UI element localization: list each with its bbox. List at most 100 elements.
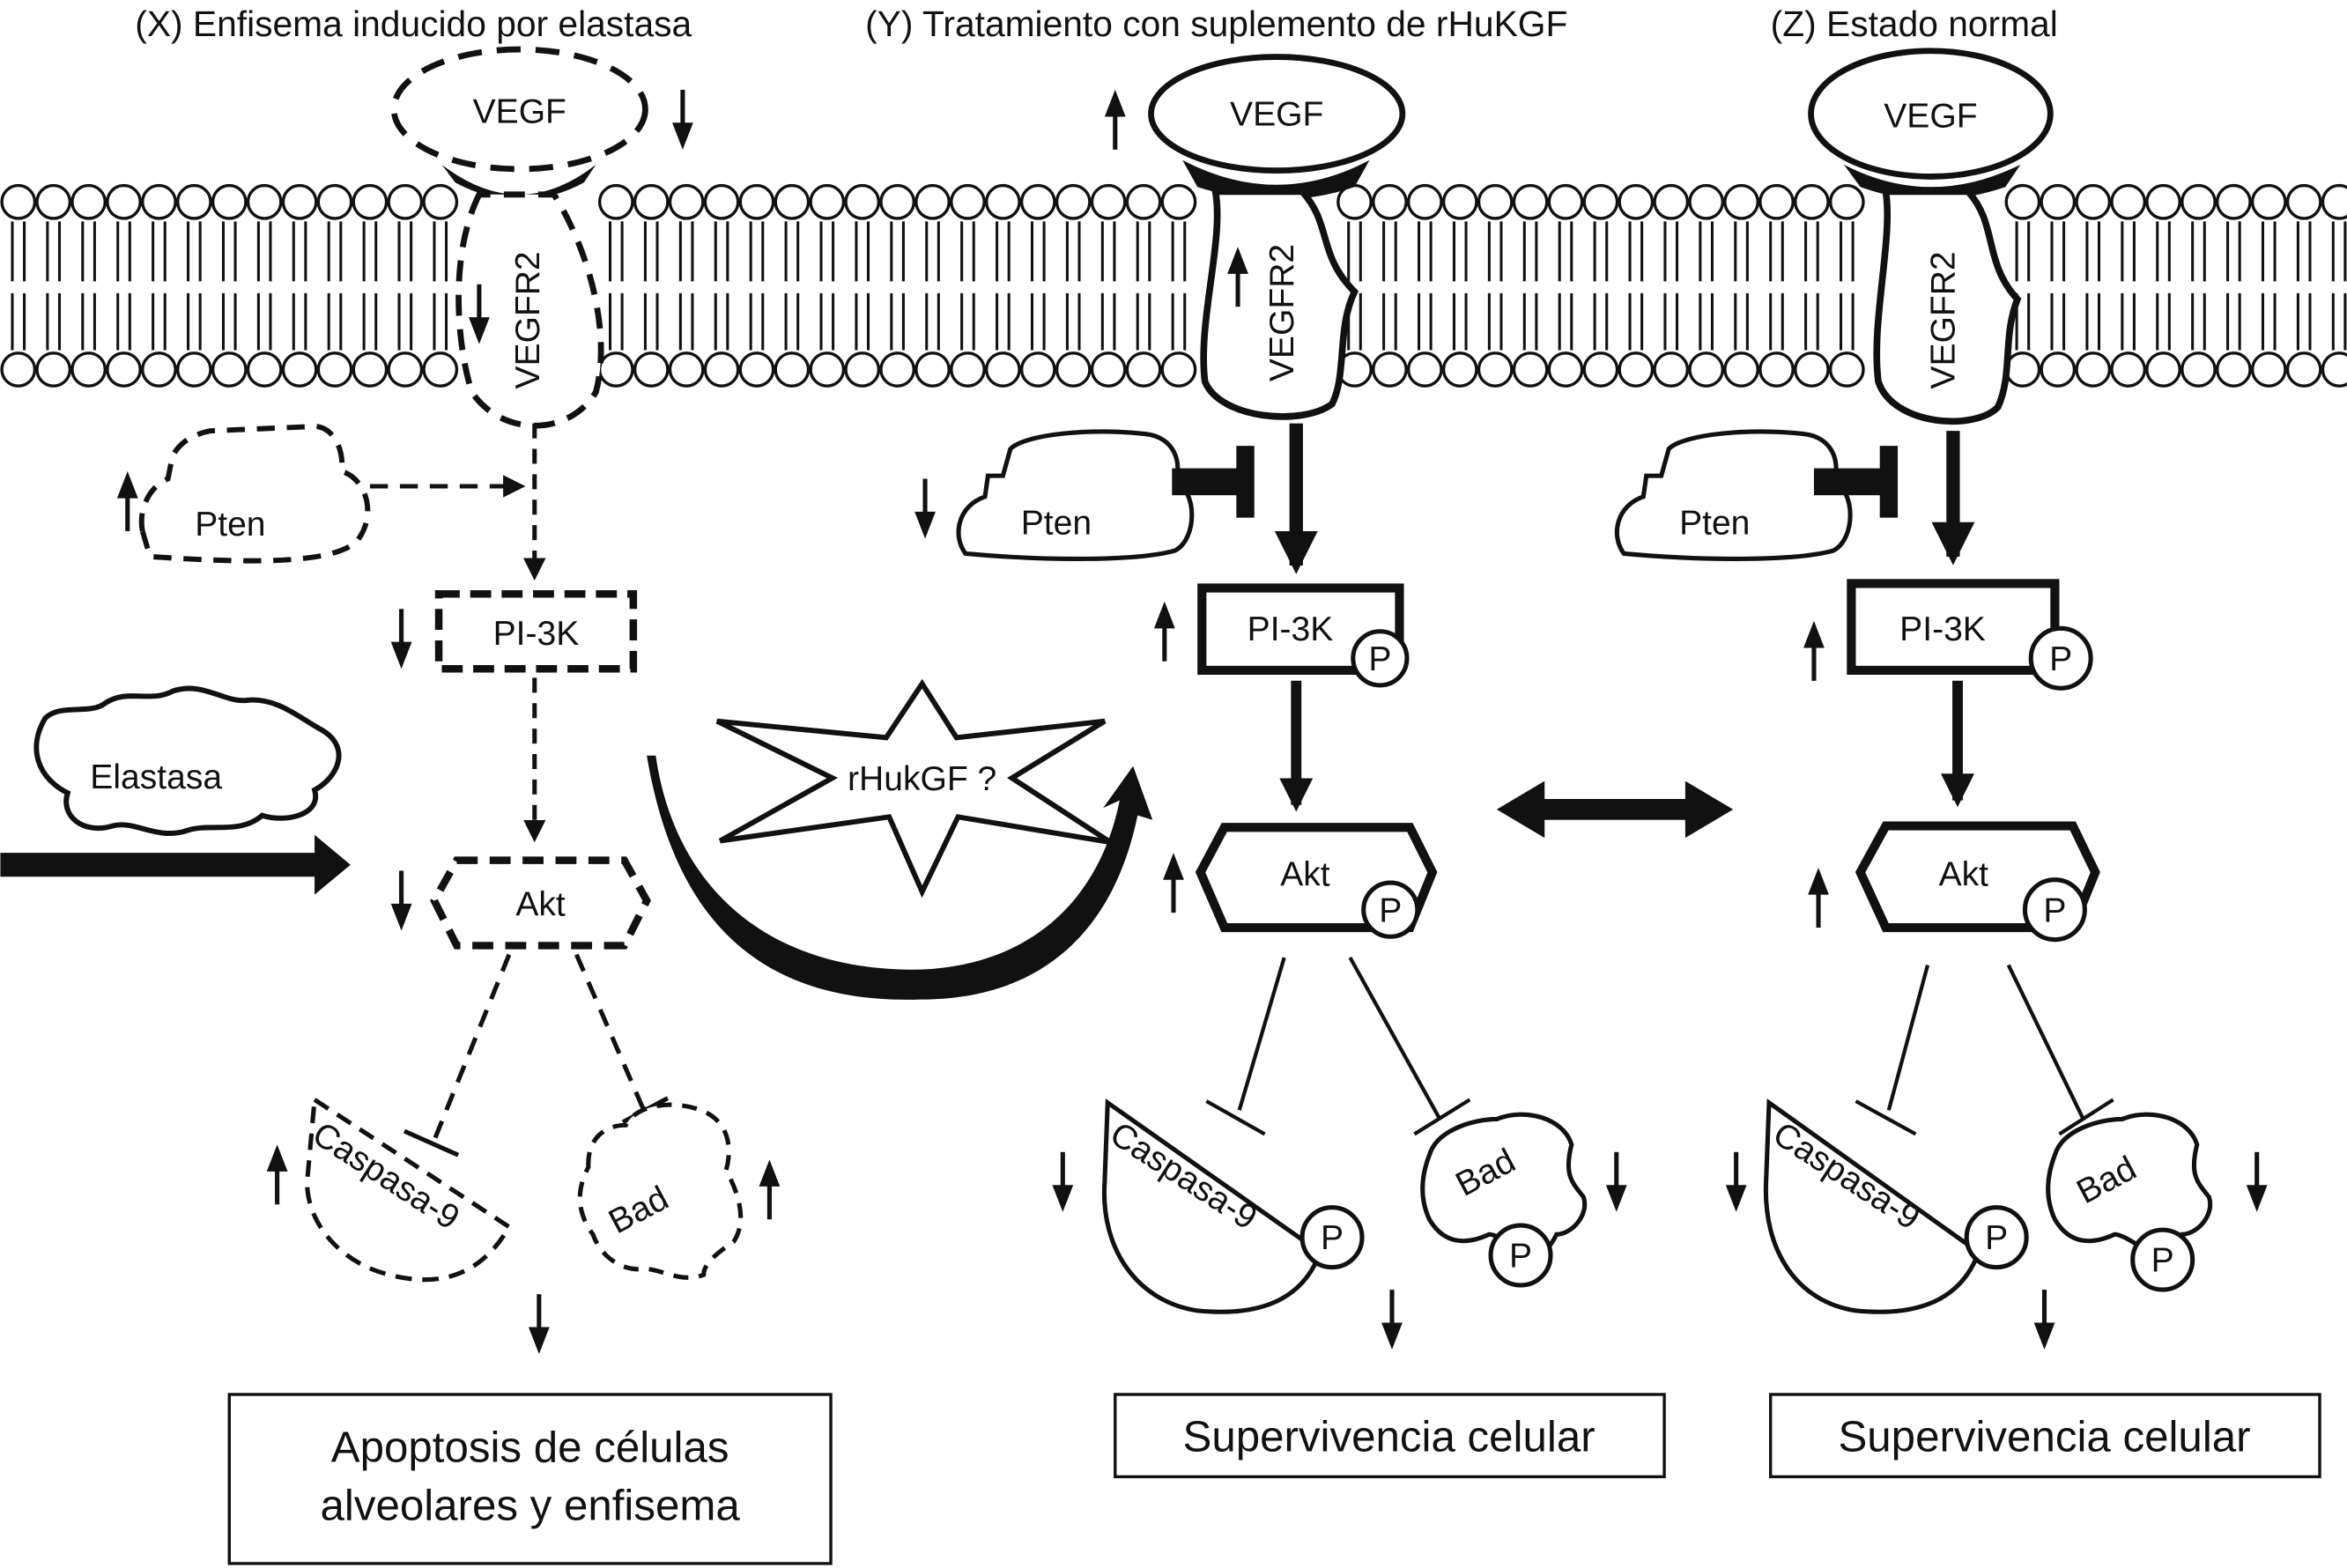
phospholipid-head <box>774 351 811 388</box>
up-arrow-icon <box>267 1144 288 1204</box>
phospholipid-head <box>1477 351 1514 388</box>
vegf-label-y: VEGF <box>1230 96 1323 134</box>
bad-y <box>1420 1112 1588 1257</box>
pi3k-z <box>1847 579 2060 676</box>
phospholipid-head <box>1160 183 1197 220</box>
up-arrow-icon <box>1803 621 1825 681</box>
phospholipid-head <box>2145 351 2181 388</box>
phospholipid-head <box>106 183 142 220</box>
phospholipid-head <box>1618 351 1655 388</box>
phospholipid-head <box>633 183 670 220</box>
phospholipid-head <box>1512 351 1549 388</box>
phospholipid-head <box>175 183 212 220</box>
phospho-akt-z <box>2022 877 2087 943</box>
phospholipid-head <box>141 183 177 220</box>
phospholipid-head <box>1125 183 1162 220</box>
phospholipid-head <box>1653 183 1690 220</box>
up-arrow-icon <box>117 471 138 531</box>
phospholipid-head <box>422 351 459 388</box>
phospholipid-head <box>1547 183 1584 220</box>
phospho-pi3k-y <box>1351 629 1410 688</box>
phospholipid-head <box>422 183 459 220</box>
up-arrow-icon <box>1154 602 1175 662</box>
phospholipid-head <box>597 351 634 388</box>
phospholipid-head <box>738 183 775 220</box>
phospholipid-head <box>2180 351 2217 388</box>
phospholipid-head <box>316 183 353 220</box>
vegf-ligand-z <box>1808 48 2054 180</box>
phospholipid-head <box>1723 183 1759 220</box>
pten-inhibits-arrow <box>1813 446 1899 518</box>
phospholipid-head <box>1618 183 1655 220</box>
phospho-label: P <box>1379 891 1402 929</box>
inhibition-bar-icon <box>1413 1098 1471 1136</box>
cell-membrane <box>0 183 2347 388</box>
phospholipid-head <box>2180 183 2217 220</box>
pi3k-x <box>434 590 638 673</box>
panel-y: VEGF VEGFR2 Pten PI-3K P Akt P Caspasa-9 <box>914 54 1666 1479</box>
vegfr2-receptor-y <box>1200 188 1359 420</box>
vegfr2-label-z: VEGFR2 <box>1925 251 1963 388</box>
phospholipid-head <box>2040 183 2077 220</box>
phospholipid-head <box>281 183 318 220</box>
phospholipid-head <box>70 351 107 388</box>
rhukgf-treatment: rHukGF ? <box>647 678 1153 1000</box>
up-arrow-icon <box>759 1159 781 1219</box>
phospho-label: P <box>2043 891 2066 929</box>
phospholipid-head <box>1723 351 1759 388</box>
down-arrow-icon <box>2247 1152 2268 1212</box>
phospholipid-head <box>1794 351 1830 388</box>
phospholipid-head <box>950 351 986 388</box>
phospholipid-head <box>1828 351 1865 388</box>
phospholipid-head <box>914 351 951 388</box>
akt-inhibits-bad-z <box>2006 964 2085 1121</box>
phospholipid-head <box>1441 183 1478 220</box>
phospholipid-head <box>844 351 881 388</box>
phospholipid-head <box>844 183 881 220</box>
panel-z: VEGF VEGFR2 Pten PI-3K P Akt P Caspasa-9… <box>1614 48 2321 1479</box>
phospholipid-head <box>0 351 37 388</box>
pten-label-x: Pten <box>195 506 265 544</box>
pten-label-z: Pten <box>1679 504 1750 542</box>
equivalence-double-arrow <box>1496 780 1734 839</box>
phospholipid-head <box>1828 183 1865 220</box>
vegfr2-label-x: VEGFR2 <box>509 251 547 388</box>
phospholipid-head <box>1582 351 1619 388</box>
phospholipid-head <box>1406 183 1443 220</box>
receptor-binding-cap <box>441 164 596 200</box>
phospho-label: P <box>1985 1219 2008 1257</box>
phospholipid-head <box>914 183 951 220</box>
phospholipid-head <box>0 183 37 220</box>
phospho-caspase9-y <box>1299 1205 1365 1270</box>
phospholipid-head <box>2285 351 2322 388</box>
phospholipid-head <box>211 351 248 388</box>
down-arrow-icon <box>529 1294 550 1354</box>
akt-x <box>430 856 651 950</box>
phospholipid-head <box>633 351 670 388</box>
pten-label-y: Pten <box>1021 504 1092 542</box>
phospholipid-head <box>246 183 283 220</box>
caspase9-z <box>1763 1098 1981 1314</box>
pten-z <box>1614 429 1853 561</box>
outcome-x-line1: Apoptosis de células <box>331 1423 729 1471</box>
akt-inhibits-bad-x <box>574 953 647 1112</box>
phospholipid-head <box>984 183 1021 220</box>
curved-treatment-arrow <box>647 755 1153 1000</box>
up-arrow-icon <box>1105 90 1126 150</box>
phospho-label: P <box>2049 640 2072 678</box>
phospholipid-head <box>1547 351 1584 388</box>
panel-y-title: (Y) Tratamiento con suplemento de rHuKGF <box>865 4 1567 44</box>
caspase9-y <box>1101 1098 1323 1314</box>
akt-label-x: Akt <box>515 885 566 923</box>
phospholipid-head <box>2004 351 2041 388</box>
down-arrow-icon <box>2034 1290 2055 1350</box>
phospholipid-head <box>1372 183 1408 220</box>
down-arrow-icon <box>1052 1152 1073 1212</box>
phospholipid-head <box>106 351 142 388</box>
phospholipid-head <box>1055 183 1092 220</box>
akt-label-z: Akt <box>1939 855 1989 893</box>
phospho-bad-z <box>2130 1227 2195 1292</box>
phospholipid-head <box>387 183 424 220</box>
phospho-akt-y <box>1361 880 1420 939</box>
vegf-ligand-y <box>1148 54 1406 174</box>
